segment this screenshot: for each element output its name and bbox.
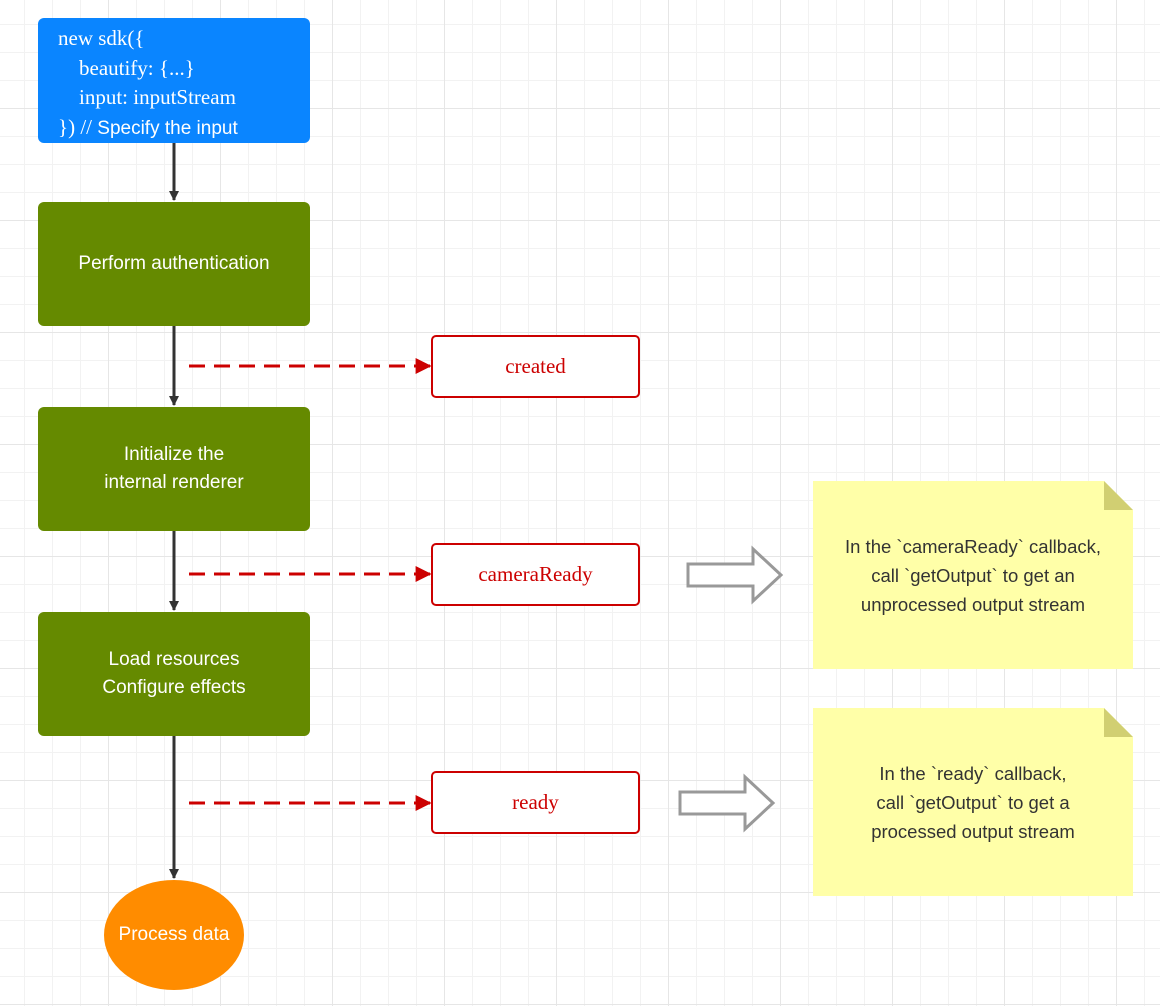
note-cameraready-callback: In the `cameraReady` callback, call `get… xyxy=(813,481,1133,669)
end-label: Process data xyxy=(118,924,230,945)
event-label: cameraReady xyxy=(478,562,593,586)
note-line-2: call `getOutput` to get a xyxy=(876,791,1070,813)
event-ready: ready xyxy=(431,771,640,834)
step-initialize-renderer: Initialize the internal renderer xyxy=(38,407,310,531)
sdk-init-code-box: new sdk({ beautify: {...} input: inputSt… xyxy=(38,18,310,143)
step-load-resources: Load resources Configure effects xyxy=(38,612,310,736)
event-created: created xyxy=(431,335,640,398)
note-line-2: call `getOutput` to get an xyxy=(871,564,1075,586)
code-line-4-code: }) // xyxy=(58,114,92,139)
step-label-line-2: Configure effects xyxy=(102,677,246,698)
note-line-3: processed output stream xyxy=(871,820,1075,842)
event-label: created xyxy=(505,354,566,378)
step-label-line-1: Initialize the xyxy=(123,444,225,465)
hollow-arrow-ready-note xyxy=(678,773,776,833)
note-ready-callback: In the `ready` callback, call `getOutput… xyxy=(813,708,1133,896)
code-line-4-comment: Specify the input xyxy=(92,117,238,139)
hollow-arrow-cameraready-note xyxy=(686,545,784,605)
note-line-1: In the `ready` callback, xyxy=(879,762,1067,784)
note-line-1: In the `cameraReady` callback, xyxy=(844,535,1102,557)
code-line-3: input: inputStream xyxy=(58,85,236,109)
step-perform-authentication: Perform authentication xyxy=(38,202,310,326)
note-line-3: unprocessed output stream xyxy=(860,593,1086,615)
event-label: ready xyxy=(512,790,559,814)
code-line-4: }) // Specify the input xyxy=(58,113,310,144)
step-label: Perform authentication xyxy=(78,253,270,274)
step-label-line-1: Load resources xyxy=(108,649,240,670)
end-process-data: Process data xyxy=(104,880,244,990)
event-cameraready: cameraReady xyxy=(431,543,640,606)
code-line-1: new sdk({ xyxy=(58,26,145,50)
code-line-2: beautify: {...} xyxy=(58,55,195,80)
step-label-line-2: internal renderer xyxy=(104,472,244,493)
